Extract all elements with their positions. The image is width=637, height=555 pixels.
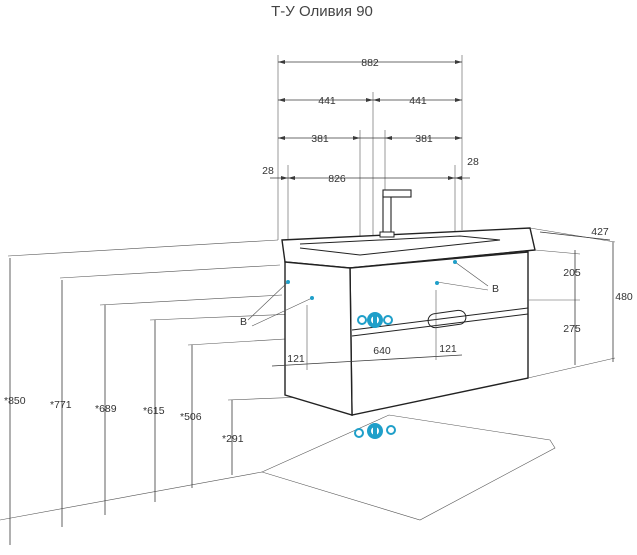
page-title: Т-У Оливия 90 [271, 3, 373, 20]
dim-826: 826 [328, 173, 346, 185]
right-dimensions [527, 227, 616, 379]
dim-381-left: 381 [311, 133, 329, 145]
label-b-left: B [240, 316, 247, 328]
height-615: *615 [143, 405, 165, 417]
mounting-dimensions [271, 290, 463, 370]
dim-28-left: 28 [262, 165, 274, 177]
dim-205: 205 [563, 267, 581, 279]
height-dimension-lines [9, 258, 233, 545]
drain-marker [367, 312, 383, 328]
height-689: *689 [95, 403, 117, 415]
mount-dots [286, 260, 457, 300]
dim-480: 480 [615, 291, 633, 303]
mount-point-leaders [247, 261, 489, 327]
dim-28-right: 28 [467, 156, 479, 168]
floor-supply-markers [354, 425, 396, 438]
dim-441-left: 441 [318, 95, 336, 107]
dim-441-right: 441 [409, 95, 427, 107]
floor-drain-marker [367, 423, 383, 439]
dim-882: 882 [361, 57, 379, 69]
floor-plane [0, 414, 556, 521]
dim-640: 640 [373, 345, 391, 357]
dim-275: 275 [563, 323, 581, 335]
dim-121-right: 121 [439, 343, 457, 355]
vanity-cabinet [281, 227, 536, 416]
height-506: *506 [180, 411, 202, 423]
dim-381-right: 381 [415, 133, 433, 145]
height-850: *850 [4, 395, 26, 407]
dim-427: 427 [591, 226, 609, 238]
water-supply-markers [357, 315, 393, 325]
height-291: *291 [222, 433, 244, 445]
dim-121-left: 121 [287, 353, 305, 365]
faucet [379, 189, 412, 238]
height-771: *771 [50, 399, 72, 411]
label-b-right: B [492, 283, 499, 295]
